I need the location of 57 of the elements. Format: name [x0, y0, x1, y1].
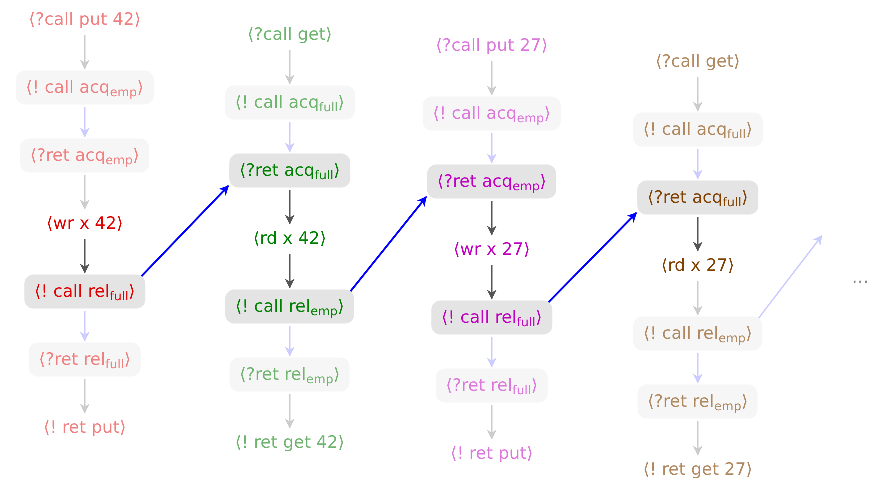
- event-box: ⟨?ret rel$_{full}$⟩: [436, 368, 548, 404]
- event-box: ⟨! call acq$_{emp}$⟩: [423, 96, 561, 132]
- event-label: ⟨! ret put⟩: [446, 440, 538, 468]
- arrow: [80, 311, 90, 342]
- arrow: [758, 235, 823, 320]
- arrow: [285, 190, 295, 225]
- arrow: [140, 185, 230, 278]
- event-label: ⟨wr x 42⟩: [42, 210, 128, 238]
- arrow: [693, 217, 703, 252]
- event-label: ⟨rd x 27⟩: [657, 252, 739, 280]
- arrow: [548, 212, 638, 304]
- arrow: [285, 50, 295, 85]
- arrow: [285, 122, 295, 153]
- arrow: [487, 201, 497, 236]
- event-label: ⟨wr x 27⟩: [450, 236, 534, 264]
- arrow: [80, 107, 90, 138]
- arrow: [487, 265, 497, 300]
- event-box: ⟨! call rel$_{emp}$⟩: [225, 290, 355, 324]
- arrow: [693, 353, 703, 384]
- arrow: [285, 326, 295, 357]
- arrow: [693, 421, 703, 456]
- event-box: ⟨?ret acq$_{full}$⟩: [230, 154, 350, 188]
- arrow: [693, 281, 703, 316]
- arrow: [693, 77, 703, 112]
- arrow: [487, 337, 497, 368]
- event-label: ⟨rd x 42⟩: [249, 226, 331, 252]
- arrow: [285, 394, 295, 429]
- event-box: ⟨! call acq$_{full}$⟩: [633, 112, 763, 148]
- event-label: ⟨?call get⟩: [652, 48, 744, 76]
- event-box: ⟨?ret rel$_{emp}$⟩: [638, 384, 758, 420]
- event-label: ⟨?call get⟩: [244, 22, 336, 48]
- event-box: ⟨?ret rel$_{full}$⟩: [28, 342, 142, 378]
- arrow: [285, 254, 295, 289]
- arrow: [80, 175, 90, 210]
- event-box: ⟨?ret acq$_{emp}$⟩: [427, 164, 557, 200]
- event-box: ⟨! call rel$_{emp}$⟩: [633, 316, 763, 352]
- event-label: ⟨! ret get 27⟩: [639, 456, 757, 482]
- arrow: [80, 379, 90, 414]
- event-label: ⟨?call put 42⟩: [24, 6, 146, 34]
- event-label: ⟨?call put 27⟩: [432, 32, 552, 60]
- arrow: [80, 239, 90, 274]
- event-box: ⟨! call rel$_{full}$⟩: [432, 300, 552, 336]
- arrow: [80, 35, 90, 70]
- event-box: ⟨! call rel$_{full}$⟩: [24, 274, 146, 310]
- event-box: ⟨?ret rel$_{emp}$⟩: [230, 358, 350, 392]
- event-box: ⟨?ret acq$_{emp}$⟩: [20, 138, 150, 174]
- event-box: ⟨! call acq$_{full}$⟩: [225, 86, 355, 120]
- ellipsis-text: …: [852, 268, 869, 288]
- arrow: [350, 196, 428, 292]
- event-label: ⟨! ret get 42⟩: [231, 430, 349, 456]
- event-label: ⟨! ret put⟩: [40, 414, 130, 442]
- event-box: ⟨?ret acq$_{full}$⟩: [638, 180, 758, 216]
- arrow: [693, 149, 703, 180]
- event-box: ⟨! call acq$_{emp}$⟩: [16, 70, 154, 106]
- arrow: [487, 61, 497, 96]
- arrow: [487, 405, 497, 440]
- arrow: [487, 133, 497, 164]
